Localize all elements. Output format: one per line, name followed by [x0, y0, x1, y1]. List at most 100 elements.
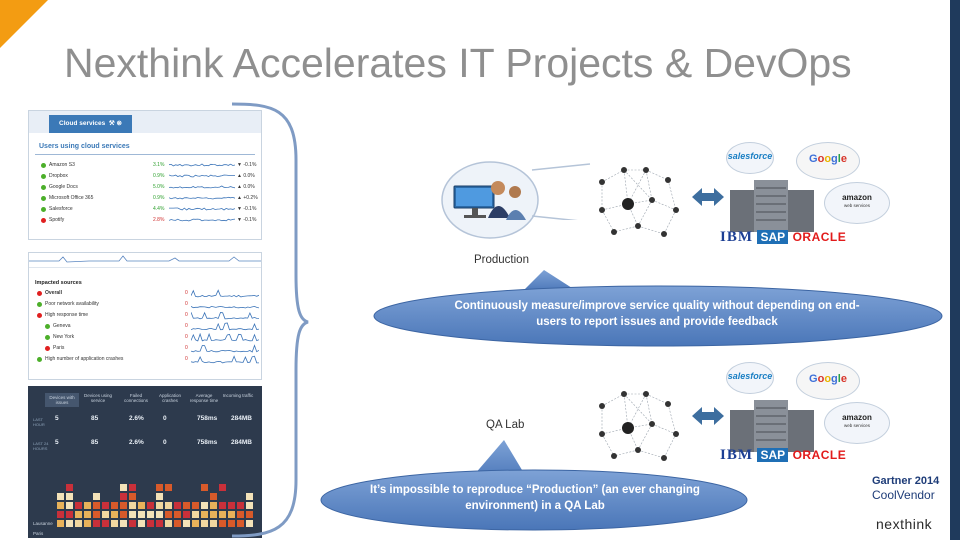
- heatmap-cell[interactable]: [129, 502, 136, 509]
- wrench-icon[interactable]: ⚒: [107, 120, 115, 127]
- heatmap-cell[interactable]: [246, 502, 253, 509]
- heatmap-cell[interactable]: [228, 511, 235, 518]
- heatmap-cell[interactable]: [219, 502, 226, 509]
- tab-cloud-services[interactable]: Cloud services ⚒ ⊗: [49, 115, 132, 133]
- metric-value[interactable]: 284MB: [231, 415, 252, 422]
- heatmap-cell[interactable]: [111, 511, 118, 518]
- heatmap-cell[interactable]: [84, 511, 91, 518]
- metric-value[interactable]: 2.6%: [129, 439, 144, 446]
- heatmap-cell[interactable]: [129, 520, 136, 527]
- heatmap-cell[interactable]: [210, 493, 217, 500]
- metric-value[interactable]: 0: [163, 439, 167, 446]
- heatmap-cell[interactable]: [93, 502, 100, 509]
- heatmap-cell[interactable]: [66, 484, 73, 491]
- heatmap-cell[interactable]: [174, 520, 181, 527]
- heatmap-cell[interactable]: [120, 493, 127, 500]
- close-icon[interactable]: ⊗: [116, 120, 122, 127]
- heatmap-cell[interactable]: [165, 502, 172, 509]
- heatmap-cell[interactable]: [129, 511, 136, 518]
- heatmap-cell[interactable]: [210, 502, 217, 509]
- metric-value[interactable]: 5: [55, 439, 59, 446]
- metric-value[interactable]: 284MB: [231, 439, 252, 446]
- heatmap-cell[interactable]: [246, 511, 253, 518]
- heatmap-cell[interactable]: [129, 493, 136, 500]
- heatmap-cell[interactable]: [201, 484, 208, 491]
- heatmap-cell[interactable]: [57, 502, 64, 509]
- heatmap-cell[interactable]: [183, 511, 190, 518]
- heatmap-cell[interactable]: [102, 520, 109, 527]
- heatmap-cell[interactable]: [75, 511, 82, 518]
- heatmap-cell[interactable]: [138, 520, 145, 527]
- heatmap-cell[interactable]: [84, 520, 91, 527]
- metric-value[interactable]: 2.6%: [129, 415, 144, 422]
- heatmap-cell[interactable]: [102, 511, 109, 518]
- heatmap-cell[interactable]: [84, 502, 91, 509]
- heatmap-cell[interactable]: [156, 484, 163, 491]
- heatmap-cell[interactable]: [138, 511, 145, 518]
- heatmap-cell[interactable]: [147, 502, 154, 509]
- heatmap-cell[interactable]: [246, 493, 253, 500]
- heatmap-cell[interactable]: [156, 520, 163, 527]
- heatmap-cell[interactable]: [93, 511, 100, 518]
- heatmap-cell[interactable]: [57, 511, 64, 518]
- heatmap-cell[interactable]: [66, 502, 73, 509]
- metric-value[interactable]: 5: [55, 415, 59, 422]
- heatmap-cell[interactable]: [75, 502, 82, 509]
- heatmap-cell[interactable]: [183, 502, 190, 509]
- heatmap-cell[interactable]: [147, 520, 154, 527]
- heatmap-cell[interactable]: [183, 520, 190, 527]
- heatmap-cell[interactable]: [93, 493, 100, 500]
- heatmap-cell[interactable]: [201, 502, 208, 509]
- heatmap-cell[interactable]: [219, 511, 226, 518]
- heatmap-cell[interactable]: [57, 493, 64, 500]
- heatmap-cell[interactable]: [228, 520, 235, 527]
- heatmap-cell[interactable]: [120, 502, 127, 509]
- heatmap-cell[interactable]: [237, 502, 244, 509]
- heatmap-cell[interactable]: [111, 520, 118, 527]
- metric-value[interactable]: 0: [163, 415, 167, 422]
- heatmap-cell[interactable]: [147, 511, 154, 518]
- heatmap-cell[interactable]: [210, 520, 217, 527]
- heatmap-cell[interactable]: [57, 520, 64, 527]
- heatmap-cell[interactable]: [156, 502, 163, 509]
- heatmap-cell[interactable]: [201, 520, 208, 527]
- heatmap-cell[interactable]: [111, 502, 118, 509]
- heatmap-cell[interactable]: [246, 520, 253, 527]
- heatmap-cell[interactable]: [219, 520, 226, 527]
- heatmap-cell[interactable]: [219, 484, 226, 491]
- heatmap-cell[interactable]: [120, 484, 127, 491]
- heatmap-cell[interactable]: [138, 502, 145, 509]
- heatmap-cell[interactable]: [237, 520, 244, 527]
- metric-value[interactable]: 85: [91, 439, 99, 446]
- metric-value[interactable]: 758ms: [197, 439, 218, 446]
- heatmap-cell[interactable]: [93, 520, 100, 527]
- heatmap-cell[interactable]: [192, 502, 199, 509]
- heatmap-cell[interactable]: [165, 520, 172, 527]
- heatmap-cell[interactable]: [192, 520, 199, 527]
- heatmap-cell[interactable]: [165, 484, 172, 491]
- heatmap-cell[interactable]: [192, 511, 199, 518]
- heatmap-cell[interactable]: [165, 511, 172, 518]
- heatmap-cell[interactable]: [228, 502, 235, 509]
- heatmap-cell[interactable]: [102, 502, 109, 509]
- heatmap-cell[interactable]: [66, 520, 73, 527]
- heatmap-cell[interactable]: [237, 511, 244, 518]
- heatmap-cell[interactable]: [174, 502, 181, 509]
- heatmap-cell[interactable]: [75, 520, 82, 527]
- metric-value[interactable]: 758ms: [197, 415, 218, 422]
- heatmap-cell[interactable]: [210, 511, 217, 518]
- heatmap-cell[interactable]: [66, 493, 73, 500]
- heatmap-cell[interactable]: [156, 511, 163, 518]
- heatmap-cell[interactable]: [66, 511, 73, 518]
